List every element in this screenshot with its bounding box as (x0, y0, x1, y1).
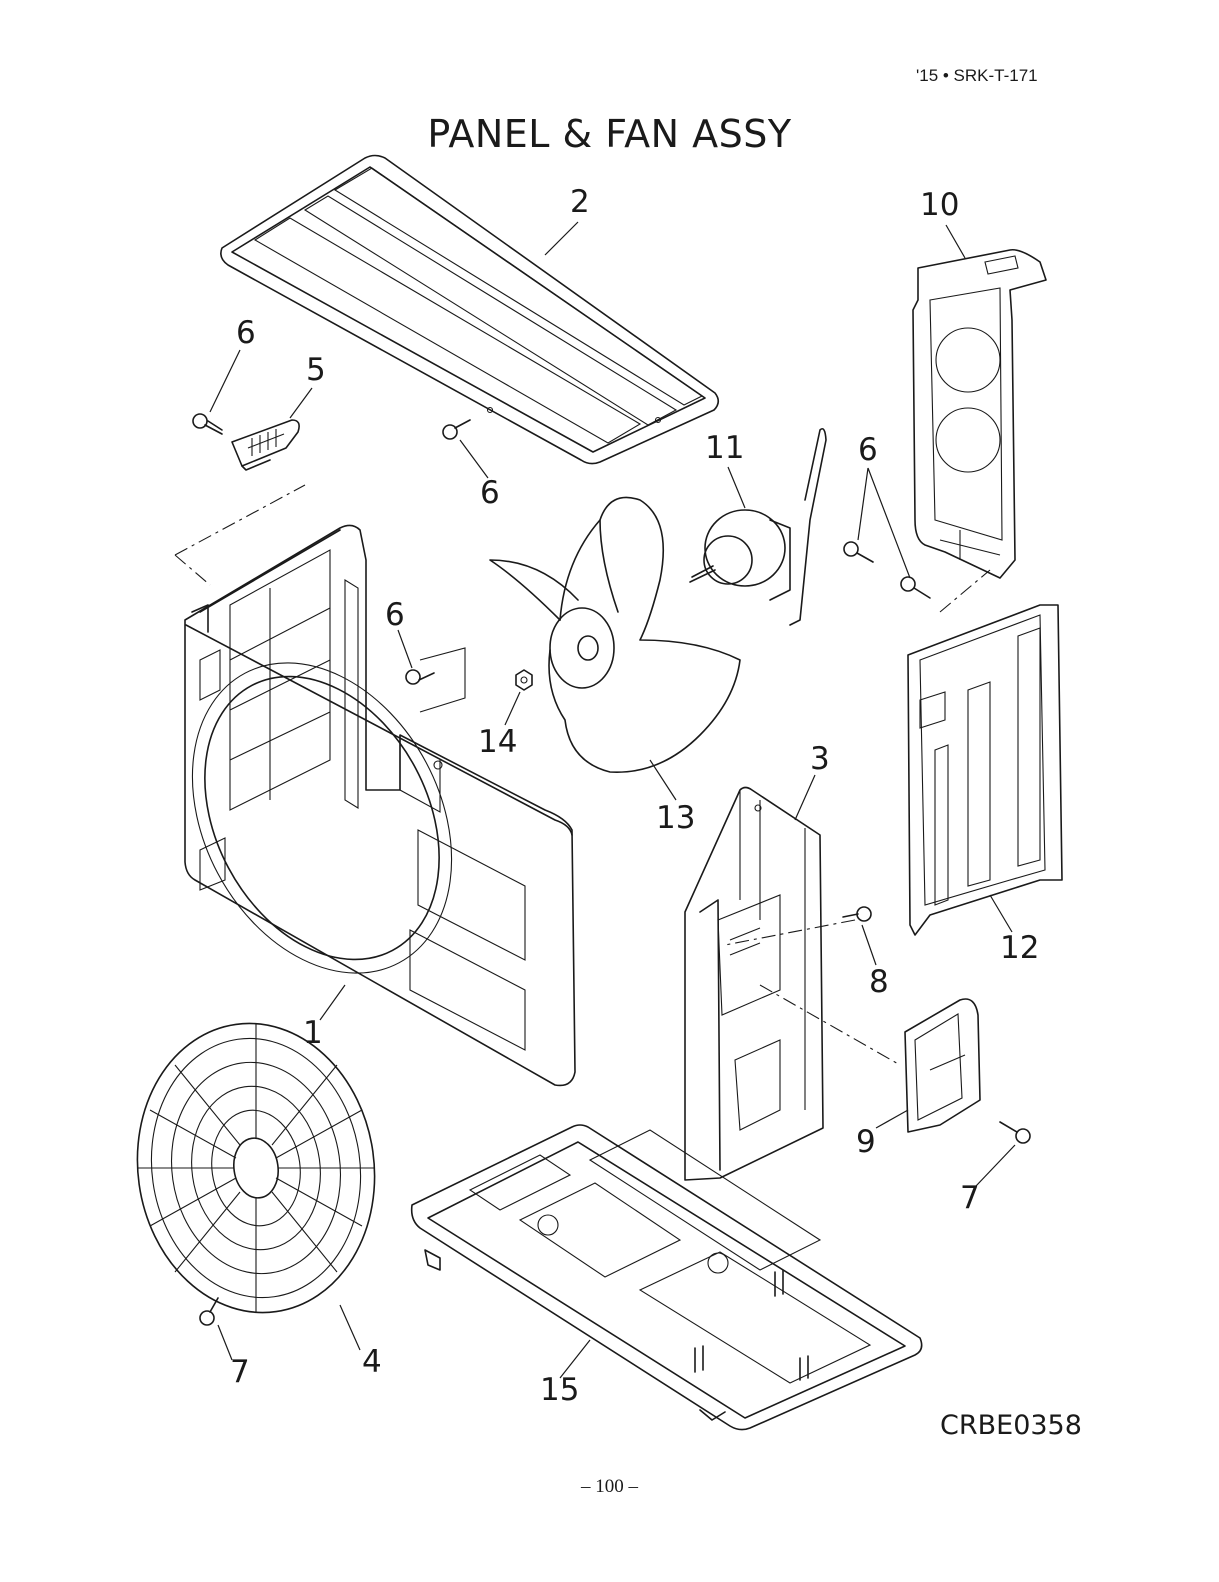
part-label-6-upper-left: 6 (236, 315, 256, 351)
part-label-9: 9 (856, 1124, 876, 1160)
part-15-base-plate (412, 1125, 922, 1430)
part-label-7-lower-right: 7 (960, 1180, 980, 1216)
part-label-6-top-panel: 6 (480, 475, 500, 511)
part-label-1: 1 (303, 1015, 323, 1051)
part-label-10: 10 (920, 187, 959, 223)
part-label-3: 3 (810, 741, 830, 777)
part-label-8: 8 (869, 964, 889, 1000)
part-label-14: 14 (478, 724, 517, 760)
part-10-motor-support (913, 250, 1046, 578)
part-label-11: 11 (705, 430, 744, 466)
screw-icon (1000, 1122, 1030, 1143)
part-label-4: 4 (362, 1344, 382, 1380)
screw-icon (844, 542, 873, 562)
part-label-2: 2 (570, 184, 590, 220)
nut-icon (516, 670, 532, 690)
screw-icon (901, 577, 930, 598)
part-label-5: 5 (306, 352, 326, 388)
part-1-front-panel (141, 525, 575, 1085)
part-2-top-panel (221, 156, 718, 464)
part-label-7-lower-left: 7 (230, 1354, 250, 1390)
screw-icon (843, 907, 871, 921)
page-number: – 100 – (0, 1476, 1219, 1498)
part-13-propeller-fan (490, 498, 740, 773)
part-label-12: 12 (1000, 930, 1039, 966)
leader-lines (210, 222, 1015, 1378)
part-4-fan-guard (119, 1008, 393, 1328)
part-label-15: 15 (540, 1372, 579, 1408)
screw-icon (200, 1298, 218, 1325)
part-labels: 1 2 3 4 5 6 6 6 6 7 7 8 9 10 11 12 13 14… (230, 184, 1039, 1408)
part-5-bracket (232, 420, 299, 470)
part-label-6-motor-support: 6 (858, 432, 878, 468)
part-label-13: 13 (656, 800, 695, 836)
part-label-6-front-panel: 6 (385, 597, 405, 633)
part-9-terminal-cover (905, 999, 980, 1132)
drawing-code: CRBE0358 (940, 1410, 1082, 1441)
screw-icon (193, 414, 222, 434)
part-3-partition (685, 788, 823, 1181)
screw-icon (443, 420, 470, 439)
screw-icon (406, 670, 434, 684)
part-12-side-panel (908, 605, 1062, 935)
